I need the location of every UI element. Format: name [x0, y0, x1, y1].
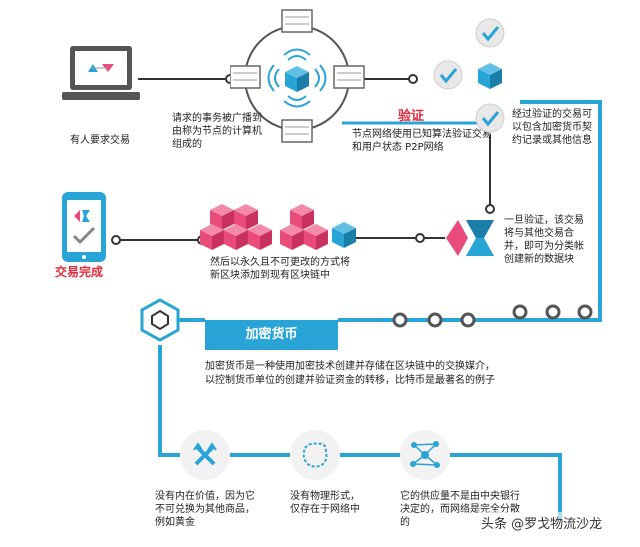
- step-broadcast-text: 请求的事务被广播到由称为节点的计算机组成的: [172, 113, 262, 150]
- crypto-desc: 加密货币是一种使用加密技术创建并存储在区块链中的交换媒介，以控制货币单位的创建并…: [205, 361, 495, 386]
- step-complete-text: 交易完成: [55, 265, 104, 279]
- step-verify-text: 节点网络使用已知算法验证交易和用户状态 P2P网络: [352, 129, 492, 153]
- property-circle-physical: [290, 430, 340, 480]
- hexagon-inner: [151, 309, 169, 331]
- step-request-text: 有人要求交易: [70, 135, 130, 146]
- exchange-icon: [193, 442, 217, 466]
- merge-arrow-icon: [446, 220, 494, 256]
- verify-title: 验证: [398, 109, 425, 124]
- step-appended-text: 然后以永久且不可更改的方式将新区块添加到现有区块链中: [210, 257, 350, 281]
- path-beads: [392, 304, 593, 328]
- watermark: 头条 @罗戈物流沙龙: [478, 512, 606, 533]
- crypto-title: 加密货币: [205, 320, 338, 350]
- property-decentralized-text: 它的供应量不是由中央银行决定的，而网络是完全分散的: [400, 491, 520, 528]
- laptop-icon: [62, 46, 140, 100]
- blockchain-cubes-icon: [200, 204, 356, 250]
- node-network-icon: [230, 9, 365, 143]
- blue-flow-line: [440, 453, 562, 520]
- property-value-text: 没有内在价值，因为它不可兑换为其他商品，例如黄金: [155, 491, 255, 528]
- property-circle-decentralized: [400, 430, 450, 480]
- step-verified-text: 经过验证的交易可以包含加密货币契约记录或其他信息: [512, 109, 592, 146]
- no-physical-form-icon: [302, 442, 328, 468]
- property-physical-text: 没有物理形式，仅存在于网络中: [290, 491, 360, 515]
- connector-node: [485, 204, 495, 214]
- step-combined-text: 一旦验证，该交易将与其他交易合并，即可为分类帐创建新的数据块: [504, 215, 584, 265]
- phone-icon: [62, 192, 106, 262]
- verified-transactions-icon: [433, 18, 505, 133]
- property-circle-value: [180, 430, 230, 480]
- connector-node: [415, 233, 425, 243]
- connector-node: [408, 74, 418, 84]
- connector-node: [111, 235, 121, 245]
- network-nodes-icon: [410, 441, 440, 468]
